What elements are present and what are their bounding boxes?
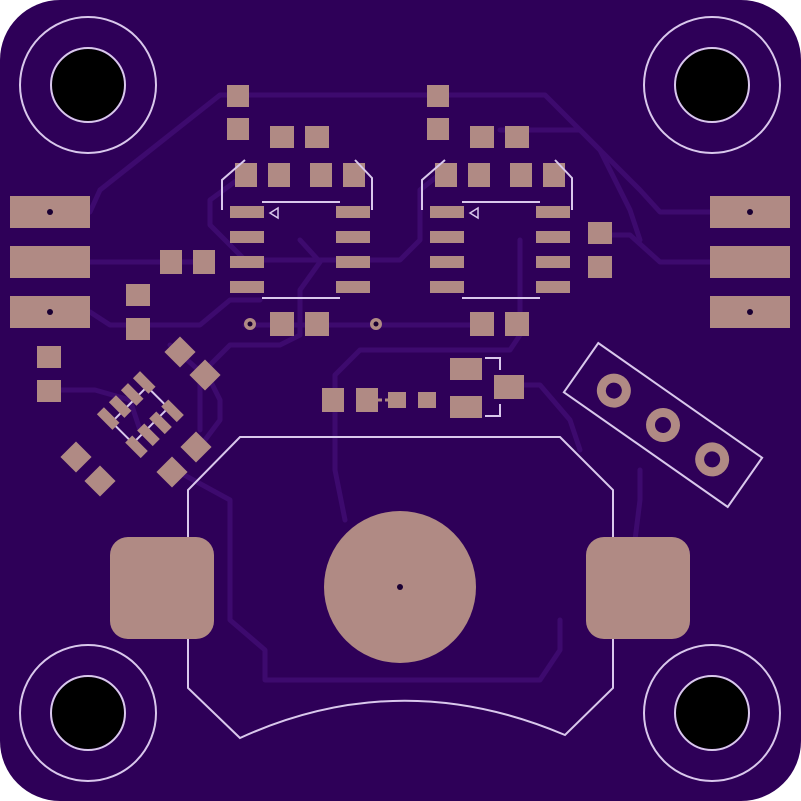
smd-pad — [268, 163, 290, 187]
center-passives — [322, 357, 524, 418]
smd-pad — [310, 163, 332, 187]
ic-pin — [536, 256, 570, 268]
mounting-hole-bottom-right — [643, 644, 781, 782]
left-passives — [37, 250, 215, 402]
ic-outline — [421, 159, 573, 210]
trace — [45, 387, 143, 433]
edge-pad — [10, 246, 90, 278]
trace — [207, 167, 448, 263]
smd-pad — [505, 312, 529, 336]
smd-pad — [126, 318, 150, 340]
soic-package-right — [421, 85, 573, 336]
smd-pad — [322, 388, 344, 412]
edge-pad — [710, 246, 790, 278]
trace — [497, 127, 643, 243]
smd-pad — [588, 222, 612, 244]
ic-pin — [430, 281, 464, 293]
smd-pad — [427, 85, 449, 107]
smd-pad — [468, 163, 490, 187]
ic-pin — [430, 256, 464, 268]
smd-pad — [450, 396, 482, 418]
smd-pad — [470, 126, 494, 148]
ic-pin — [230, 206, 264, 218]
ic-outline — [221, 159, 373, 210]
ic-pin — [536, 231, 570, 243]
ic-pin — [336, 281, 370, 293]
ic-pin — [230, 281, 264, 293]
smd-pad — [235, 163, 257, 187]
battery-holder-outline — [187, 436, 614, 740]
ic-outline — [110, 385, 170, 445]
mounting-hole-bottom-left — [19, 644, 157, 782]
smd-pad — [126, 284, 150, 306]
trace — [87, 297, 263, 328]
smd-pad — [270, 126, 294, 148]
pin1-marker — [468, 206, 479, 220]
smd-pad — [510, 163, 532, 187]
pin1-marker — [268, 206, 279, 220]
smd-pad — [160, 250, 182, 274]
smd-pad — [588, 256, 612, 278]
edge-connector-right — [710, 196, 790, 328]
soic-package-left — [221, 85, 382, 336]
smd-pad — [37, 380, 61, 402]
smd-pad — [494, 375, 524, 399]
ic-pin — [230, 231, 264, 243]
smd-pad — [356, 388, 378, 412]
via-dot — [47, 209, 53, 215]
smd-pad — [450, 358, 482, 380]
edge-connector-left — [10, 196, 90, 328]
smd-pad — [505, 126, 529, 148]
smd-pad — [37, 346, 61, 368]
battery-holder — [110, 436, 690, 740]
smd-pad — [305, 126, 329, 148]
via-dot — [747, 309, 753, 315]
component-outline — [485, 357, 501, 417]
ic-pin — [336, 231, 370, 243]
ic-pin — [336, 256, 370, 268]
mounting-holes — [19, 16, 781, 782]
ic-pin — [336, 206, 370, 218]
ic-pin — [430, 206, 464, 218]
ic-pin — [230, 256, 264, 268]
smd-pad — [388, 392, 406, 408]
smd-pad — [270, 312, 294, 336]
smd-pad — [227, 118, 249, 140]
via-dot — [47, 309, 53, 315]
mounting-hole-top-right — [643, 16, 781, 154]
battery-pad-right — [586, 537, 690, 639]
rotated-component-cluster — [60, 336, 221, 497]
smd-pad — [305, 312, 329, 336]
ic-pin — [536, 206, 570, 218]
via-dot — [397, 584, 403, 590]
smd-pad — [543, 163, 565, 187]
trace — [332, 397, 348, 523]
smd-pad — [227, 85, 249, 107]
trace — [172, 467, 563, 683]
smd-pad — [418, 392, 436, 408]
smd-pad — [435, 163, 457, 187]
ic-pin — [536, 281, 570, 293]
angled-header-3pin — [562, 341, 764, 509]
trace — [597, 232, 723, 265]
smd-pad — [470, 312, 494, 336]
smd-pad — [427, 118, 449, 140]
header-outline — [562, 341, 764, 509]
smd-pad — [343, 163, 365, 187]
via-dot — [747, 209, 753, 215]
ic-pin — [430, 231, 464, 243]
mounting-hole-top-left — [19, 16, 157, 154]
battery-pad-left — [110, 537, 214, 639]
smd-pad — [193, 250, 215, 274]
